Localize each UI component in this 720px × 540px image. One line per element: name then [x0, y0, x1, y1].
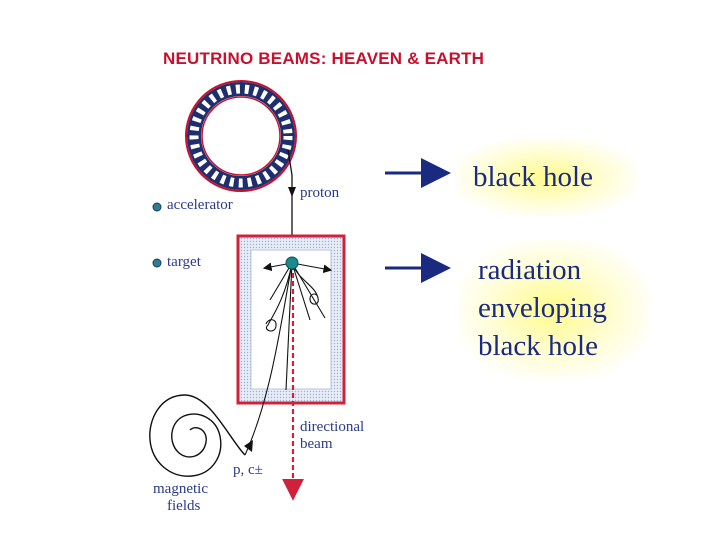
callout-2-line3: black hole [478, 330, 598, 362]
accelerator-label: accelerator [167, 197, 233, 213]
accelerator-ring [185, 80, 297, 192]
particles-label: p, c± [233, 462, 263, 478]
callout-1-highlight [455, 138, 637, 216]
callout-2-line2: enveloping [478, 292, 607, 324]
diagram-title: NEUTRINO BEAMS: HEAVEN & EARTH [163, 49, 485, 68]
proton-label: proton [300, 185, 340, 201]
magnetic-label-line1: magnetic [153, 481, 208, 497]
magnetic-field-spiral [149, 394, 246, 477]
target-bullet [152, 258, 162, 268]
proton-arrowhead [288, 187, 296, 197]
directional-label-line1: directional [300, 419, 365, 435]
proton-path [287, 149, 293, 258]
accelerator-bullet [152, 202, 162, 212]
target-point [285, 256, 299, 270]
spiral-arrowhead [244, 440, 253, 452]
directional-label-line2: beam [300, 436, 333, 452]
target-label: target [167, 254, 201, 270]
callout-2-highlight [458, 240, 650, 380]
particle-tracks [244, 262, 333, 456]
callout-1-text: black hole [473, 161, 593, 193]
callout-2-line1: radiation [478, 254, 582, 286]
magnetic-label-line2: fields [167, 498, 201, 514]
